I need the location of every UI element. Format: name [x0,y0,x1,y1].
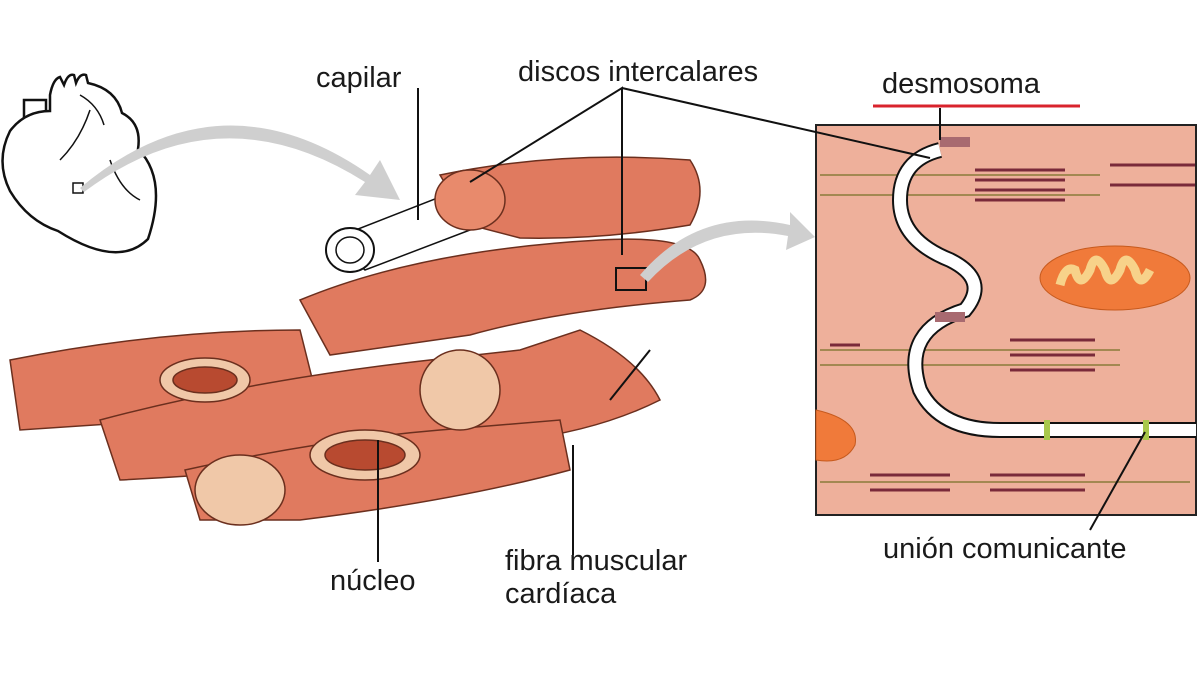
upper-muscle-fiber [298,156,707,356]
label-capilar: capilar [316,62,402,94]
mitochondrion-icon [815,245,1191,462]
label-union-comunicante: unión comunicante [883,533,1127,565]
desmosome-icon [935,137,970,322]
label-nucleo: núcleo [330,565,416,597]
label-fibra-line1: fibra muscular [505,545,688,577]
leader-lines [377,86,1146,562]
label-fibra-line2: cardíaca [505,578,617,611]
gap-junction-icon [1044,420,1149,440]
lower-muscle-fibers [9,329,662,526]
heart-icon [1,73,158,254]
label-desmosoma: desmosoma [882,68,1040,100]
capillary [325,194,472,273]
zoom-arrow-1 [80,125,400,200]
inset-panel [815,124,1197,516]
label-fibra-muscular-cardiaca: fibra muscular cardíaca [505,545,687,612]
label-discos-intercalares: discos intercalares [518,56,759,88]
zoom-arrow-2 [640,212,815,282]
